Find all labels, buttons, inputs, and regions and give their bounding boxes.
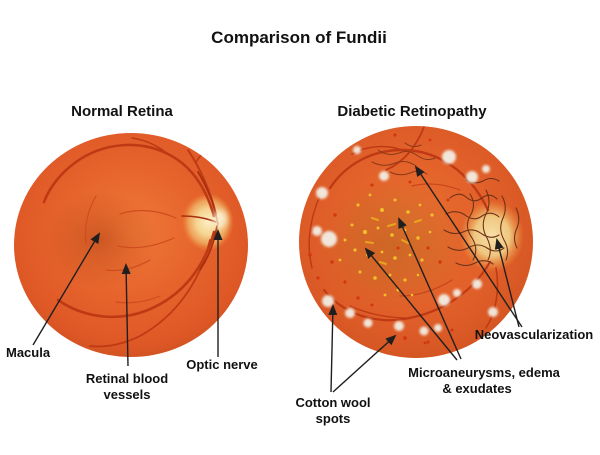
cotton-wool-label-line2: spots [316, 411, 351, 426]
right-panel-heading: Diabetic Retinopathy [337, 103, 487, 120]
neovascularization-arrow-1 [494, 238, 520, 328]
retinal-vessels-label-line2: vessels [104, 387, 151, 402]
macula-arrow [32, 232, 101, 346]
left-panel-heading: Normal Retina [71, 103, 173, 120]
microaneurysms-label-line2: & exudates [442, 381, 511, 396]
microaneurysms-group [308, 133, 454, 345]
diabetic-fundus-details [308, 126, 524, 345]
cotton-wool-arrow-2 [332, 334, 397, 393]
macula-label: Macula [6, 345, 51, 360]
cotton-wool-label-line1: Cotton wool [295, 395, 370, 410]
macular-edema-region [318, 179, 466, 311]
neovascularization-arrow-2 [414, 165, 523, 328]
microaneurysms-arrow-2 [364, 247, 458, 361]
retinal-vessels-arrow [121, 263, 131, 367]
page-title: Comparison of Fundii [211, 28, 387, 47]
neovascularization-tangle [443, 177, 520, 267]
microaneurysms-label-line1: Microaneurysms, edema [408, 365, 561, 380]
exudate-streaks-group [365, 217, 422, 265]
microaneurysms-arrow-1 [398, 217, 462, 360]
retinal-vessels-label-line1: Retinal blood [86, 371, 168, 386]
diabetic-retinal-vessels [308, 126, 499, 329]
cotton-wool-spots-group [312, 146, 498, 336]
optic-disc-highlight [213, 210, 227, 228]
neovascularization-label: Neovascularization [475, 327, 594, 342]
macula-region [42, 190, 158, 290]
normal-retina-fundus-image [14, 133, 248, 357]
diabetic-retinopathy-fundus-image [299, 126, 533, 358]
annotation-arrows [32, 165, 523, 393]
optic-nerve-label: Optic nerve [186, 357, 258, 372]
cotton-wool-arrow-1 [328, 304, 338, 393]
